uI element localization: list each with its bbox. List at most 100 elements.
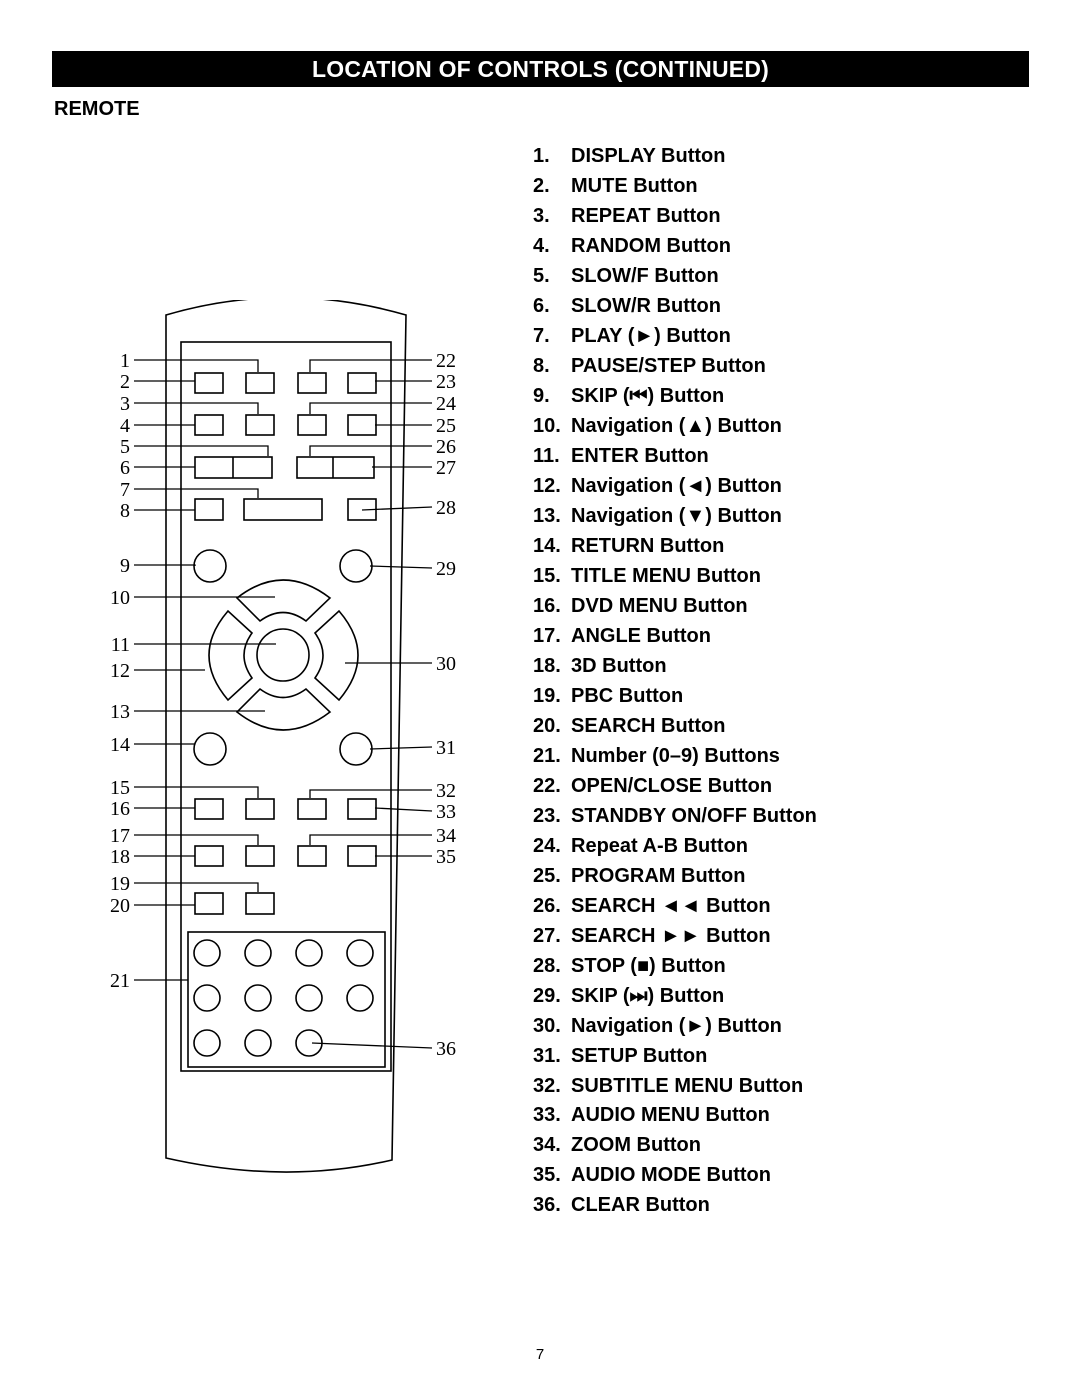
- callout-number-right: 30: [436, 653, 456, 675]
- control-label: SEARCH Button: [571, 714, 726, 737]
- control-label: Navigation (▼) Button: [571, 505, 782, 528]
- control-number: 9.: [533, 385, 550, 408]
- control-label: ZOOM Button: [571, 1134, 701, 1157]
- callout-number-left: 3: [120, 393, 130, 415]
- control-number: 36.: [533, 1194, 561, 1217]
- callout-number-left: 8: [120, 500, 130, 522]
- callout-leader-line: [309, 402, 432, 414]
- control-label: Navigation (►) Button: [571, 1014, 782, 1037]
- control-label: DISPLAY Button: [571, 145, 726, 168]
- control-number: 31.: [533, 1044, 561, 1067]
- remote-button: [297, 798, 327, 820]
- remote-button: [347, 414, 377, 436]
- remote-button: [347, 845, 377, 867]
- number-key: [244, 984, 272, 1012]
- callout-number-left: 11: [111, 634, 130, 656]
- control-number: 11.: [533, 445, 560, 468]
- control-list-item: 15.TITLE MENU Button: [533, 562, 817, 592]
- control-label: SKIP (⏭) Button: [571, 984, 725, 1007]
- control-label: ANGLE Button: [571, 624, 711, 647]
- callout-leader-line: [309, 359, 432, 372]
- control-list-item: 25.PROGRAM Button: [533, 861, 817, 891]
- callout-number-left: 2: [120, 371, 130, 393]
- control-list-item: 33. AUDIO MENU Button: [533, 1101, 817, 1131]
- control-label: SEARCH ◄◄ Button: [571, 894, 771, 917]
- control-list-item: 23.STANDBY ON/OFF Button: [533, 801, 817, 831]
- control-number: 27.: [533, 924, 561, 947]
- control-number: 24.: [533, 834, 561, 857]
- remote-control-diagram: 1234567891011121314151617181920212223242…: [110, 300, 456, 1173]
- control-number: 3.: [533, 205, 550, 228]
- control-number: 33.: [533, 1104, 561, 1127]
- callout-number-right: 29: [436, 558, 456, 580]
- control-number: 32.: [533, 1074, 561, 1097]
- control-list-item: 31.SETUP Button: [533, 1041, 817, 1071]
- control-label: SKIP (⏮) Button: [571, 385, 725, 408]
- callout-number-right: 35: [436, 846, 456, 868]
- control-label: PLAY (►) Button: [571, 325, 731, 348]
- callout-leader-line: [134, 402, 259, 414]
- number-key: [346, 984, 374, 1012]
- control-list-item: 10.Navigation (▲) Button: [533, 412, 817, 442]
- control-number: 12.: [533, 475, 561, 498]
- remote-button: [194, 414, 224, 436]
- control-label: AUDIO MENU Button: [571, 1104, 770, 1127]
- callout-number-left: 9: [120, 555, 130, 577]
- callout-leader-line: [369, 565, 433, 569]
- page-number: 7: [535, 1346, 545, 1363]
- control-list-item: 14.RETURN Button: [533, 532, 817, 562]
- callout-number-right: 31: [436, 737, 456, 759]
- control-number: 34.: [533, 1134, 561, 1157]
- control-label: DVD MENU Button: [571, 595, 748, 618]
- control-number: 28.: [533, 954, 561, 977]
- control-list-item: 34. ZOOM Button: [533, 1131, 817, 1161]
- control-label: Navigation (◄) Button: [571, 475, 782, 498]
- remote-button: [245, 414, 275, 436]
- number-key: [295, 984, 323, 1012]
- callout-number-left: 6: [120, 457, 130, 479]
- control-list-item: 20.SEARCH Button: [533, 711, 817, 741]
- control-list-item: 16.DVD MENU Button: [533, 592, 817, 622]
- callout-leader-line: [134, 359, 259, 372]
- control-list-item: 2.MUTE Button: [533, 172, 817, 202]
- control-label: RANDOM Button: [571, 235, 731, 258]
- remote-button: [347, 372, 377, 394]
- control-label: STANDBY ON/OFF Button: [571, 804, 817, 827]
- callout-number-right: 36: [436, 1038, 456, 1060]
- remote-button: [194, 372, 224, 394]
- control-list-item: 18.3D Button: [533, 651, 817, 681]
- control-list-item: 22.OPEN/CLOSE Button: [533, 771, 817, 801]
- control-list-item: 3.REPEAT Button: [533, 202, 817, 232]
- page-header-bar: LOCATION OF CONTROLS (CONTINUED): [52, 51, 1029, 87]
- control-number: 8.: [533, 355, 550, 378]
- control-label: CLEAR Button: [571, 1194, 710, 1217]
- control-label: AUDIO MODE Button: [571, 1164, 771, 1187]
- remote-search-button: [296, 456, 375, 479]
- callout-leader-line: [134, 445, 269, 456]
- callout-number-right: 22: [436, 350, 456, 372]
- control-number: 26.: [533, 894, 561, 917]
- number-key: [346, 939, 374, 967]
- control-number: 13.: [533, 505, 561, 528]
- callout-number-left: 7: [120, 479, 130, 501]
- control-label: OPEN/CLOSE Button: [571, 774, 773, 797]
- control-number: 10.: [533, 415, 561, 438]
- number-key: [244, 939, 272, 967]
- remote-button: [297, 845, 327, 867]
- callout-number-right: 25: [436, 415, 456, 437]
- number-key: [193, 939, 221, 967]
- control-list-item: 4.RANDOM Button: [533, 232, 817, 262]
- callout-leader-line: [134, 488, 259, 498]
- remote-button: [297, 414, 327, 436]
- callout-number-right: 24: [436, 393, 456, 415]
- callout-number-right: 32: [436, 780, 456, 802]
- control-number: 19.: [533, 684, 561, 707]
- control-number: 25.: [533, 864, 561, 887]
- control-label: SUBTITLE MENU Button: [571, 1074, 804, 1097]
- control-list-item: 36. CLEAR Button: [533, 1191, 817, 1221]
- callout-leader-line: [374, 807, 433, 812]
- control-list-item: 5.SLOW/F Button: [533, 262, 817, 292]
- control-label: ENTER Button: [571, 445, 709, 468]
- callout-number-left: 21: [110, 970, 130, 992]
- control-list-item: 30.Navigation (►) Button: [533, 1011, 817, 1041]
